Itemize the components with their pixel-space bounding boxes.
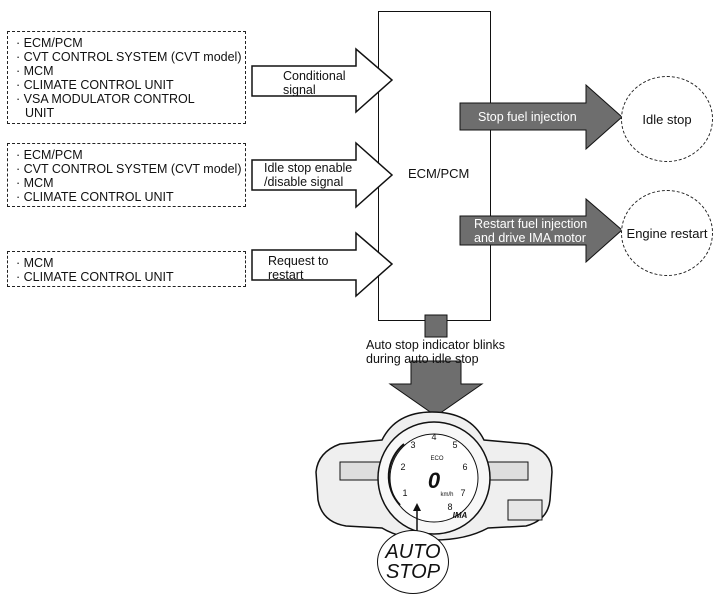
input-item: · CVT CONTROL SYSTEM (CVT model) <box>16 50 242 64</box>
input-arrow-1 <box>251 47 394 114</box>
input-arrow-2 <box>251 141 394 209</box>
signal-label-1: Conditional signal <box>283 69 346 97</box>
indicator-stem <box>424 314 448 338</box>
tachometer-inner <box>389 433 479 523</box>
auto-stop-pointer-head <box>413 503 421 511</box>
engine-restart-circle: Engine restart <box>621 190 713 276</box>
tick-label: 1 <box>402 488 407 498</box>
indicator-arrow <box>388 360 484 417</box>
left-display <box>339 461 381 481</box>
input-item: · MCM <box>16 64 54 78</box>
tick-label: 4 <box>431 432 436 442</box>
right-lower-panel <box>507 499 543 521</box>
input-item: · CVT CONTROL SYSTEM (CVT model) <box>16 162 242 176</box>
needle-arc <box>387 443 405 506</box>
ima-logo: IMA <box>453 511 468 520</box>
action-label-stop: Stop fuel injection <box>478 110 577 124</box>
input-item: · VSA MODULATOR CONTROL <box>16 92 195 106</box>
tick-label: 5 <box>452 440 457 450</box>
idle-stop-circle: Idle stop <box>621 76 713 162</box>
engine-restart-label: Engine restart <box>626 225 708 241</box>
input-item: · CLIMATE CONTROL UNIT <box>16 78 174 92</box>
signal-label-2: Idle stop enable /disable signal <box>264 161 353 189</box>
speed-unit: km/h <box>440 492 453 498</box>
action-label-restart: Restart fuel injection and drive IMA mot… <box>474 217 588 245</box>
output-arrow-stop <box>459 83 623 151</box>
output-arrow-restart <box>459 197 623 264</box>
input-arrow-3 <box>251 231 394 298</box>
auto-stop-callout: AUTO STOP <box>377 530 449 594</box>
input-list-2: · ECM/PCM · CVT CONTROL SYSTEM (CVT mode… <box>16 148 242 204</box>
tick-label: 6 <box>462 462 467 472</box>
right-display <box>487 461 529 481</box>
speed-readout: 0 <box>428 468 441 493</box>
tick-label: 2 <box>400 462 405 472</box>
gauge-ticks: 1 2 3 4 5 6 7 8 <box>400 432 467 512</box>
ecm-pcm-label: ECM/PCM <box>408 166 470 181</box>
tick-label: 3 <box>410 440 415 450</box>
idle-stop-label: Idle stop <box>642 111 692 127</box>
input-box-1: · ECM/PCM · CVT CONTROL SYSTEM (CVT mode… <box>7 31 246 124</box>
input-list-1: · ECM/PCM · CVT CONTROL SYSTEM (CVT mode… <box>16 36 242 120</box>
input-item: · MCM <box>16 176 54 190</box>
instrument-cluster <box>315 411 553 541</box>
input-item: · CLIMATE CONTROL UNIT <box>16 190 174 204</box>
signal-label-3: Request to restart <box>268 254 329 282</box>
input-item: UNIT <box>25 106 55 120</box>
input-box-3: · MCM · CLIMATE CONTROL UNIT <box>7 251 246 287</box>
eco-label: ECO <box>430 456 443 462</box>
input-item: · CLIMATE CONTROL UNIT <box>16 270 174 284</box>
input-item: · MCM <box>16 256 54 270</box>
input-item: · ECM/PCM <box>16 36 83 50</box>
tick-label: 8 <box>447 502 452 512</box>
indicator-note: Auto stop indicator blinks during auto i… <box>366 338 505 366</box>
input-box-2: · ECM/PCM · CVT CONTROL SYSTEM (CVT mode… <box>7 143 246 207</box>
tick-label: 7 <box>460 488 465 498</box>
input-item: · ECM/PCM <box>16 148 83 162</box>
input-list-3: · MCM · CLIMATE CONTROL UNIT <box>16 256 237 284</box>
